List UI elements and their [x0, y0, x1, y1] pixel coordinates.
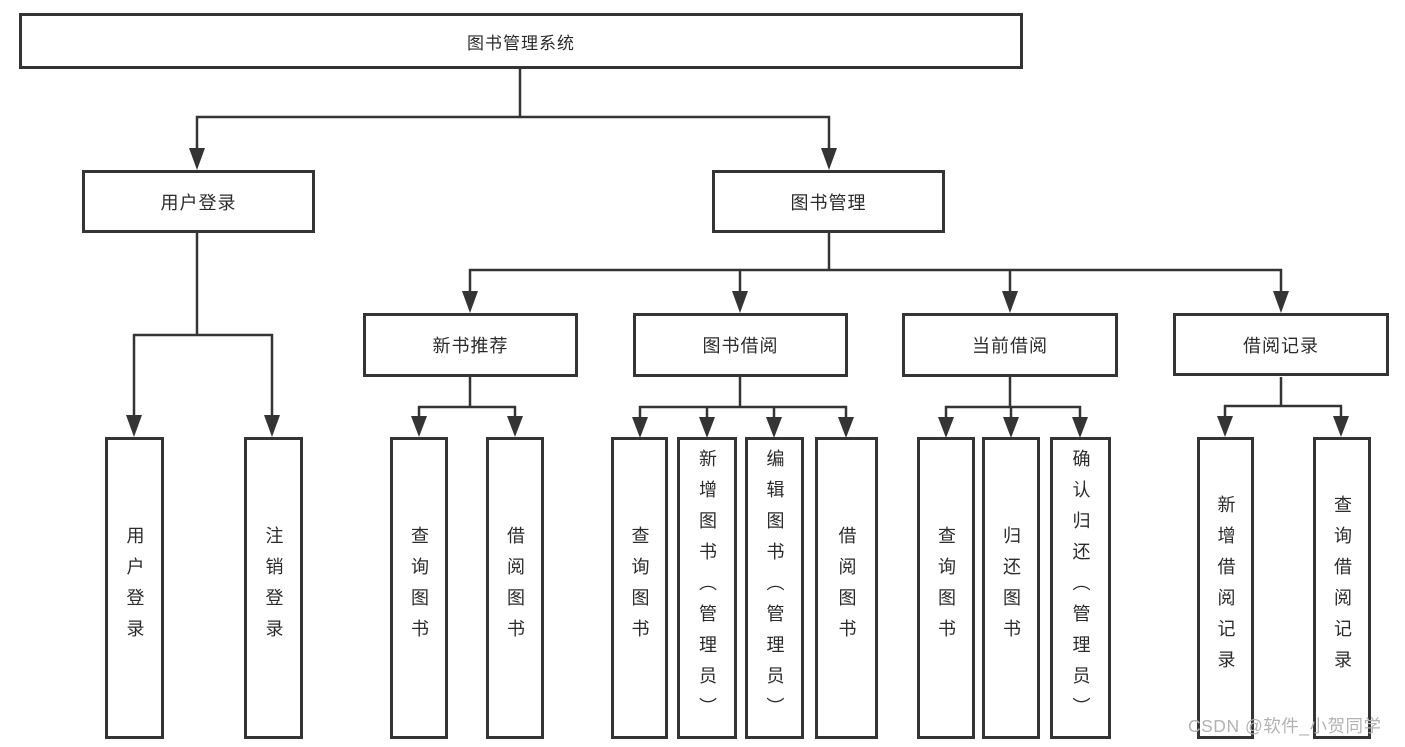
leaf-borrow-borrow-books: 借阅图书 [815, 437, 878, 739]
csdn-watermark: CSDN @软件_小贺同学 [1188, 716, 1382, 736]
node-new-book-recommend-label: 新书推荐 [432, 336, 509, 356]
leaf-user-login-label: 用户登录 [124, 526, 145, 650]
node-book-borrow-label: 图书借阅 [702, 336, 779, 356]
leaf-current-confirm-return-admin-label: 确认归还（管理员） [1070, 448, 1091, 728]
node-new-book-recommend: 新书推荐 [363, 313, 578, 377]
node-current-borrow: 当前借阅 [902, 313, 1118, 377]
leaf-current-confirm-return-admin: 确认归还（管理员） [1050, 437, 1111, 739]
leaf-user-login: 用户登录 [105, 437, 164, 739]
leaf-recommend-query-books: 查询图书 [390, 437, 448, 739]
leaf-logout-login: 注销登录 [244, 437, 303, 739]
node-borrow-records: 借阅记录 [1173, 313, 1389, 376]
leaf-records-query-record: 查询借阅记录 [1313, 437, 1371, 739]
node-current-borrow-label: 当前借阅 [972, 336, 1048, 356]
leaf-current-query-books-label: 查询图书 [936, 526, 956, 650]
node-user-login: 用户登录 [82, 170, 315, 233]
node-book-management-label: 图书管理 [790, 192, 867, 213]
leaf-recommend-borrow-books: 借阅图书 [486, 437, 544, 739]
node-library-system: 图书管理系统 [19, 13, 1023, 69]
leaf-current-return-books-label: 归还图书 [1001, 526, 1021, 650]
leaf-borrow-query-books-label: 查询图书 [629, 526, 650, 650]
leaf-current-return-books: 归还图书 [982, 437, 1040, 739]
leaf-borrow-add-books-admin: 新增图书（管理员） [677, 437, 737, 739]
leaf-borrow-edit-books-admin-label: 编辑图书（管理员） [764, 448, 785, 728]
leaf-records-query-record-label: 查询借阅记录 [1332, 495, 1352, 681]
node-book-management: 图书管理 [712, 170, 945, 233]
leaf-logout-login-label: 注销登录 [263, 526, 284, 650]
leaf-borrow-edit-books-admin: 编辑图书（管理员） [745, 437, 804, 739]
leaf-borrow-query-books: 查询图书 [611, 437, 668, 739]
leaf-records-add-record-label: 新增借阅记录 [1215, 495, 1236, 681]
leaf-records-add-record: 新增借阅记录 [1197, 437, 1254, 739]
leaf-recommend-query-books-label: 查询图书 [409, 526, 429, 650]
leaf-borrow-add-books-admin-label: 新增图书（管理员） [697, 448, 717, 728]
node-borrow-records-label: 借阅记录 [1243, 335, 1319, 356]
leaf-recommend-borrow-books-label: 借阅图书 [505, 526, 525, 650]
node-book-borrow: 图书借阅 [633, 313, 848, 377]
leaf-borrow-borrow-books-label: 借阅图书 [836, 526, 857, 650]
node-library-system-label: 图书管理系统 [467, 33, 575, 53]
node-user-login-label: 用户登录 [160, 192, 237, 213]
leaf-current-query-books: 查询图书 [917, 437, 975, 739]
